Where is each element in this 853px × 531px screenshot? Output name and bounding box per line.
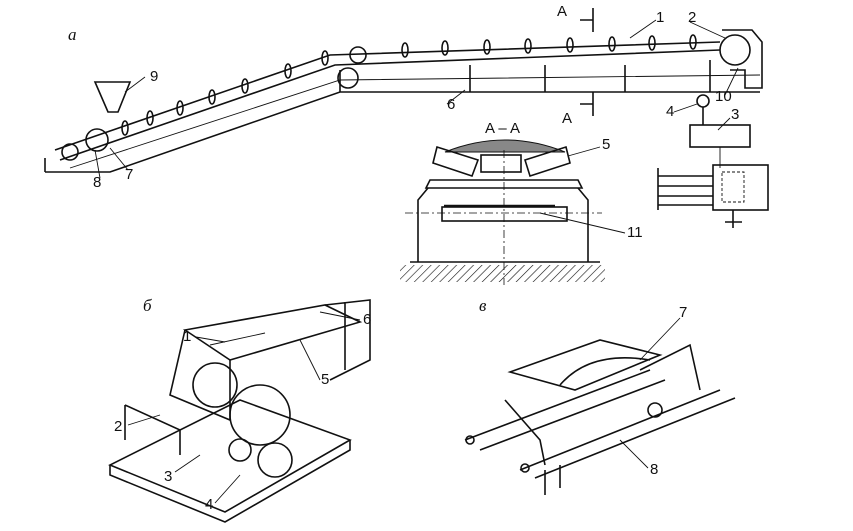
motor xyxy=(257,442,293,478)
idler-roller xyxy=(208,89,216,105)
callout-b-2: 2 xyxy=(114,418,122,435)
callout-b-6: 6 xyxy=(363,311,371,328)
belt xyxy=(182,304,363,361)
callout-3: 3 xyxy=(731,106,739,123)
idler-roller xyxy=(321,50,329,66)
callout-5: 5 xyxy=(602,136,610,153)
idler-roller xyxy=(441,40,449,56)
callout-4: 4 xyxy=(666,103,674,120)
conveyor-side-view xyxy=(44,8,769,228)
callout-11: 11 xyxy=(627,224,643,241)
idler-roller xyxy=(401,42,409,58)
idler-roller xyxy=(566,37,574,53)
callout-b-1: 1 xyxy=(183,328,191,345)
section-mark-bottom: A xyxy=(562,110,572,127)
idler-roller xyxy=(241,78,249,94)
tension-station-view xyxy=(464,339,736,495)
loading-hopper xyxy=(93,81,132,113)
idler-roller xyxy=(284,63,292,79)
idler-roller xyxy=(483,39,491,55)
callout-8: 8 xyxy=(93,174,101,191)
section-mark-top: A xyxy=(557,3,567,20)
callout-c-8: 8 xyxy=(650,461,658,478)
callout-10: 10 xyxy=(715,88,732,105)
idler-roller xyxy=(524,38,532,54)
view-c-label: в xyxy=(479,296,487,315)
idler-roller xyxy=(121,120,129,136)
section-a-a xyxy=(400,139,605,285)
drive-pulley xyxy=(719,34,751,66)
idler-roller xyxy=(608,36,616,52)
callout-1: 1 xyxy=(656,9,664,26)
view-a-label: а xyxy=(68,25,77,44)
idler-roller xyxy=(176,100,184,116)
idler-roller xyxy=(689,34,697,50)
callout-2: 2 xyxy=(688,9,696,26)
labels: а A A A – A 1 2 3 4 5 6 7 8 9 10 11 б 1 … xyxy=(68,3,739,513)
callout-c-7: 7 xyxy=(679,304,687,321)
idler-roller xyxy=(648,35,656,51)
callout-9: 9 xyxy=(150,68,158,85)
callout-6: 6 xyxy=(447,96,455,113)
view-b-label: б xyxy=(143,296,152,315)
callout-b-5: 5 xyxy=(321,371,329,388)
tail-pulley xyxy=(61,143,79,161)
callout-b-3: 3 xyxy=(164,468,172,485)
tension-pulley xyxy=(85,128,109,152)
section-title: A – A xyxy=(485,120,520,137)
idler-roller xyxy=(146,110,154,126)
callout-b-4: 4 xyxy=(205,496,213,513)
drive-station-view xyxy=(108,299,371,523)
callout-7: 7 xyxy=(125,166,133,183)
